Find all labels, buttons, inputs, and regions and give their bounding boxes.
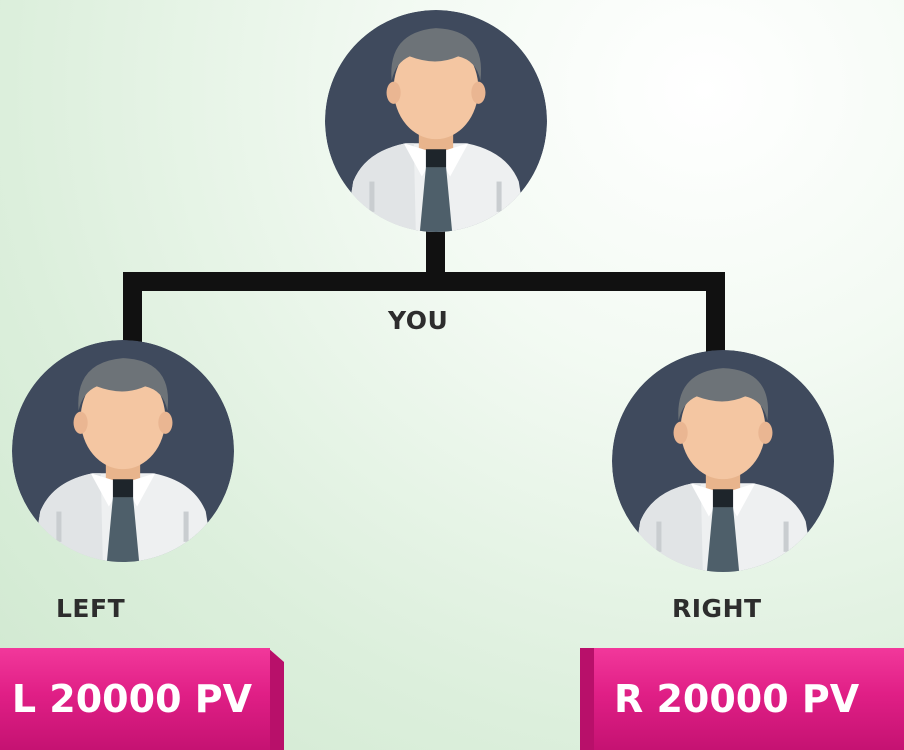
node-label-right: RIGHT bbox=[672, 594, 762, 623]
node-label-you: YOU bbox=[388, 306, 449, 335]
avatar-left-user-icon bbox=[12, 340, 234, 562]
connector-vertical-right bbox=[706, 272, 725, 358]
connector-vertical-left bbox=[123, 272, 142, 348]
avatar-right-user-icon bbox=[612, 350, 834, 572]
pv-box-left: L 20000 PV bbox=[0, 648, 270, 750]
connector-vertical-top bbox=[426, 222, 445, 278]
pv-box-right: R 20000 PV bbox=[594, 648, 904, 750]
tree-connectors bbox=[123, 222, 725, 358]
connector-horizontal bbox=[123, 272, 725, 291]
avatar-top-user-icon bbox=[325, 10, 547, 232]
node-label-left: LEFT bbox=[56, 594, 126, 623]
